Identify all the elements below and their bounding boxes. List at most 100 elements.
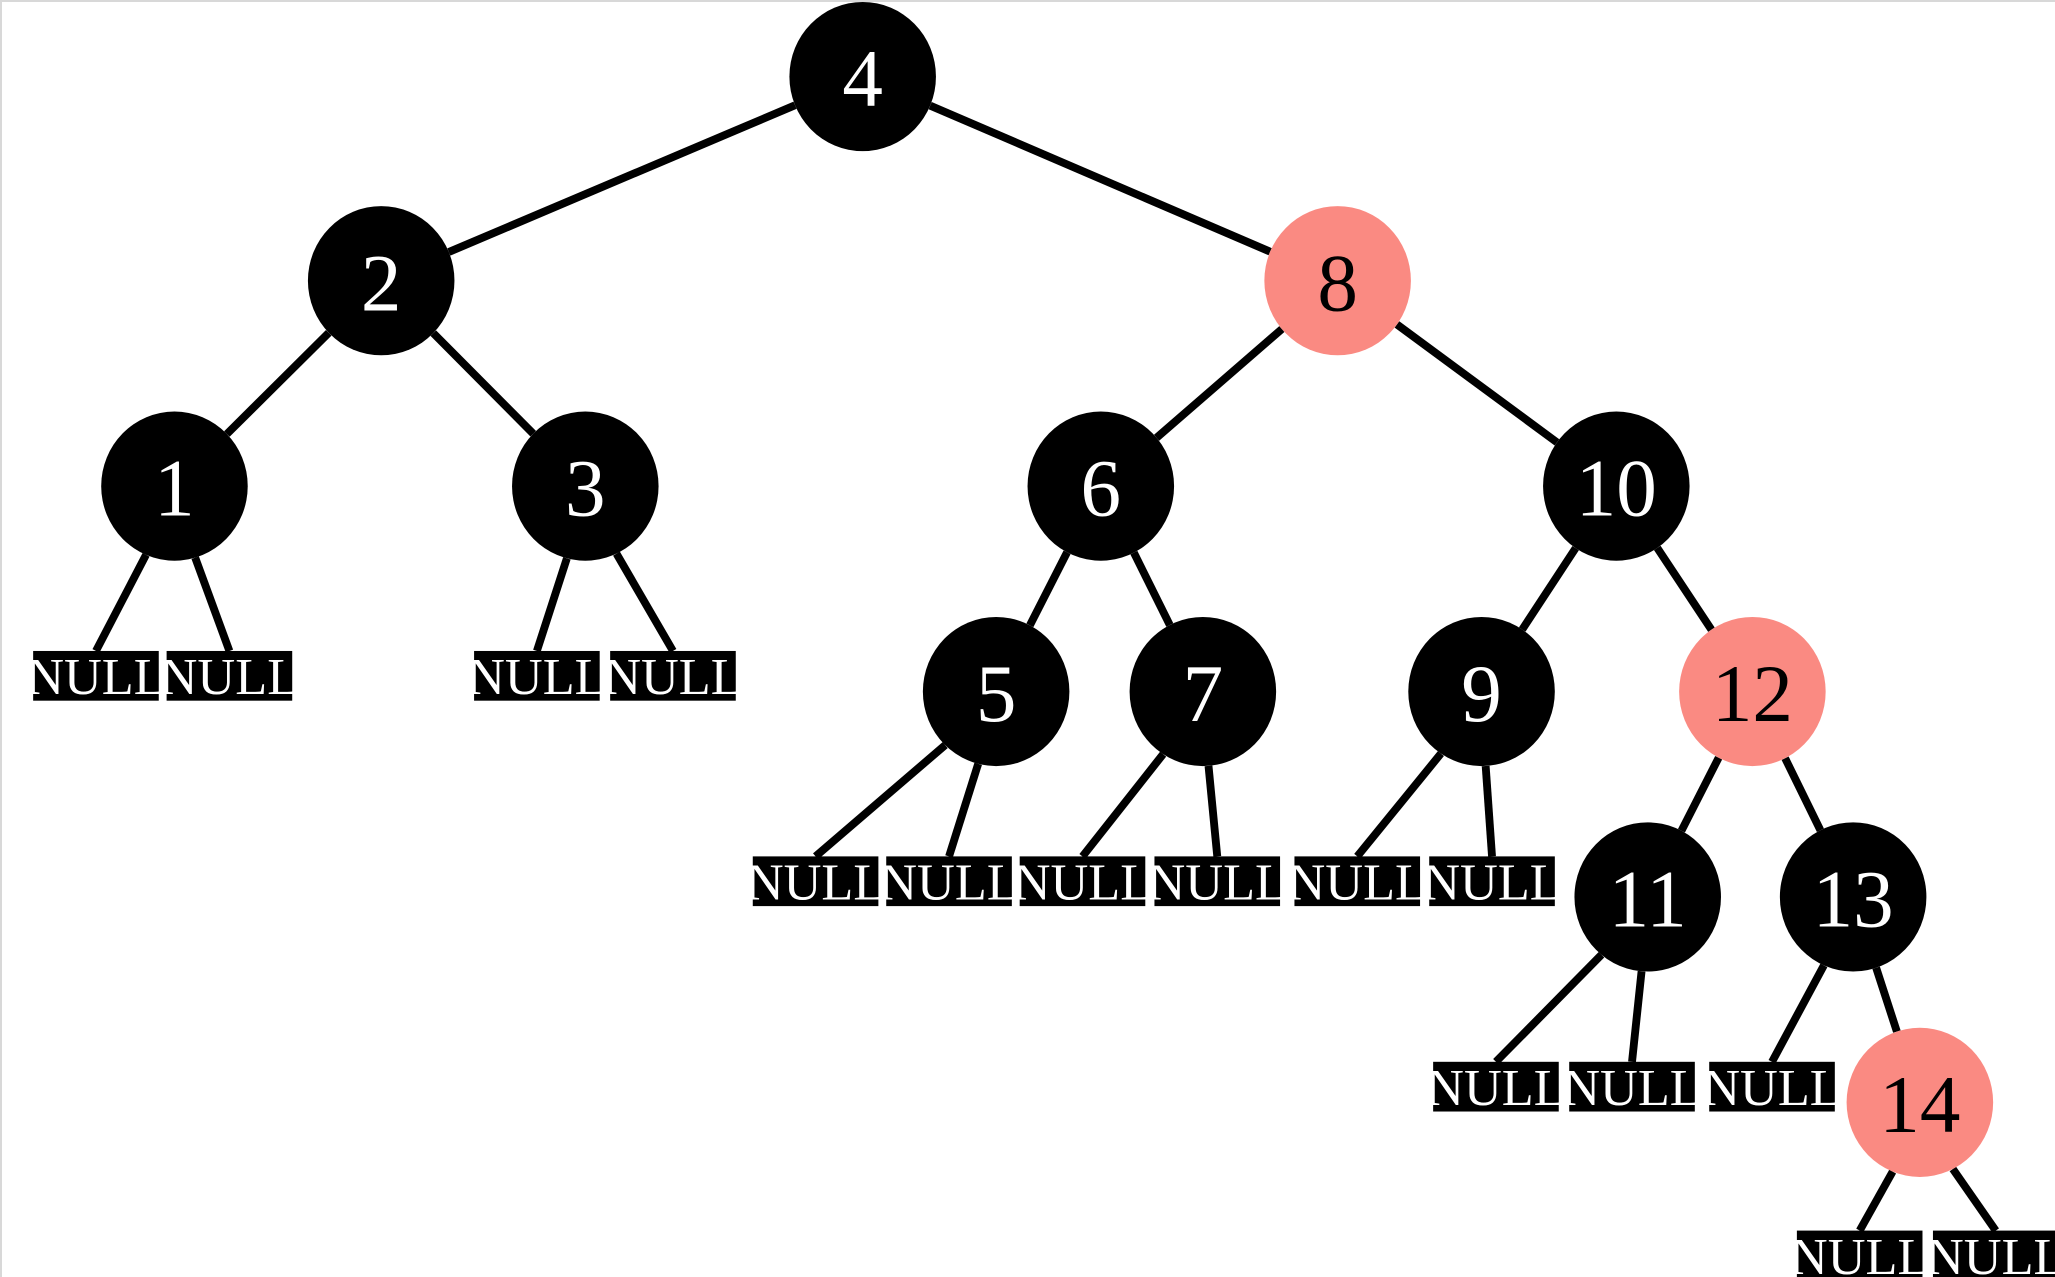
nil-leaf-box <box>1932 1230 2055 1277</box>
node-label: 11 <box>1609 855 1687 945</box>
node-circle-black[interactable] <box>1543 411 1690 561</box>
tree-edge <box>1781 756 1824 832</box>
node-circle-black[interactable] <box>1129 616 1277 767</box>
nil-leaf-box <box>1433 1061 1559 1112</box>
nil-leaf-box <box>1709 1061 1835 1112</box>
node-label: 13 <box>1813 855 1894 945</box>
node-circle-red[interactable] <box>1264 206 1411 356</box>
tree-edge <box>1628 970 1646 1063</box>
tree-node-1[interactable]: 1 <box>101 411 248 561</box>
tree-node-7[interactable]: 7 <box>1129 616 1277 767</box>
node-circle-red[interactable] <box>1846 1027 1994 1177</box>
tree-node-6[interactable]: 6 <box>1027 411 1175 561</box>
nil-leaf-label: NULL <box>1562 1059 1702 1117</box>
tree-edge <box>92 553 150 653</box>
node-circle-black[interactable] <box>789 2 936 152</box>
nil-leaf-box <box>610 650 736 701</box>
tree-edge <box>1677 755 1723 833</box>
tree-edge <box>1481 765 1496 857</box>
node-label: 7 <box>1183 649 1224 739</box>
tree-edge <box>447 101 797 256</box>
nil-leaf-label: NULL <box>1702 1059 1842 1117</box>
node-label: 9 <box>1461 649 1502 739</box>
tree-edge <box>1856 1169 1897 1233</box>
nil-leaf: NULL <box>1147 854 1287 912</box>
tree-node-2[interactable]: 2 <box>307 206 455 356</box>
tree-node-10[interactable]: 10 <box>1543 411 1690 561</box>
tree-edge <box>1079 751 1167 859</box>
nil-leaf-label: NULL <box>603 648 743 706</box>
nil-leaf: NULL <box>1422 854 1562 912</box>
tree-edge <box>613 551 677 653</box>
nil-leaf: NULL <box>467 648 607 706</box>
node-label: 2 <box>361 238 402 328</box>
nil-leaf: NULL <box>879 854 1019 912</box>
nil-leaf-label: NULL <box>26 648 166 706</box>
nil-leaf-label: NULL <box>1926 1228 2055 1277</box>
nil-leaf: NULL <box>746 854 886 912</box>
nil-leaf-box <box>33 650 159 701</box>
node-circle-black[interactable] <box>1779 822 1927 972</box>
node-circle-black[interactable] <box>1027 411 1175 561</box>
tree-node-9[interactable]: 9 <box>1408 616 1555 767</box>
node-circle-red[interactable] <box>1679 616 1826 767</box>
node-circle-black[interactable] <box>512 411 659 561</box>
tree-edge <box>945 762 982 858</box>
nil-leaf-box <box>166 650 293 701</box>
nil-leaf: NULL <box>1790 1228 1929 1277</box>
tree-edge <box>430 330 536 437</box>
nil-leaf-label: NULL <box>467 648 607 706</box>
nil-leaf: NULL <box>1013 854 1153 912</box>
nil-leaf-box <box>1154 856 1281 907</box>
tree-node-5[interactable]: 5 <box>922 616 1070 767</box>
node-label: 6 <box>1081 444 1122 534</box>
nil-leaf: NULL <box>1702 1059 1842 1117</box>
nil-leaf: NULL <box>603 648 743 706</box>
node-circle-black[interactable] <box>101 411 248 561</box>
tree-node-3[interactable]: 3 <box>512 411 659 561</box>
nil-leaf-box <box>1294 856 1421 907</box>
node-label: 12 <box>1712 649 1793 739</box>
tree-edge <box>1204 765 1222 857</box>
nil-leaf-label: NULL <box>1426 1059 1566 1117</box>
nil-leaf: NULL <box>1287 854 1427 912</box>
tree-edge <box>813 742 948 860</box>
node-label: 3 <box>565 444 606 534</box>
nil-leaf-label: NULL <box>1287 854 1427 912</box>
edges-layer <box>92 101 1999 1233</box>
nil-leaf-box <box>886 856 1012 907</box>
tree-edge <box>1026 550 1071 628</box>
tree-node-4[interactable]: 4 <box>789 2 936 152</box>
nil-leaf: NULL <box>26 648 166 706</box>
nil-leaf-box <box>1796 1230 1923 1277</box>
nil-leaf: NULL <box>1562 1059 1702 1117</box>
tree-edge <box>1654 545 1715 632</box>
tree-edge <box>191 556 234 653</box>
tree-node-8[interactable]: 8 <box>1264 206 1411 356</box>
node-circle-black[interactable] <box>1574 822 1721 972</box>
nil-leaf: NULL <box>1426 1059 1566 1117</box>
nil-leaf-label: NULL <box>746 854 886 912</box>
tree-node-13[interactable]: 13 <box>1779 822 1927 972</box>
node-circle-black[interactable] <box>1408 616 1555 767</box>
node-label: 8 <box>1317 238 1358 328</box>
nil-leaf-box <box>1569 1061 1695 1112</box>
tree-edge <box>1949 1166 1999 1233</box>
tree-edge <box>1768 963 1828 1064</box>
node-circle-black[interactable] <box>307 206 455 356</box>
tree-node-11[interactable]: 11 <box>1574 822 1721 972</box>
node-label: 10 <box>1576 444 1657 534</box>
nil-leaf: NULL <box>1926 1228 2055 1277</box>
tree-node-12[interactable]: 12 <box>1679 616 1826 767</box>
tree-node-14[interactable]: 14 <box>1846 1027 1994 1177</box>
tree-edge <box>1154 326 1285 441</box>
node-label: 14 <box>1879 1060 1960 1150</box>
tree-edge <box>224 330 332 437</box>
node-circle-black[interactable] <box>922 616 1070 767</box>
nil-leaf-label: NULL <box>879 854 1019 912</box>
tree-edge <box>533 557 571 653</box>
